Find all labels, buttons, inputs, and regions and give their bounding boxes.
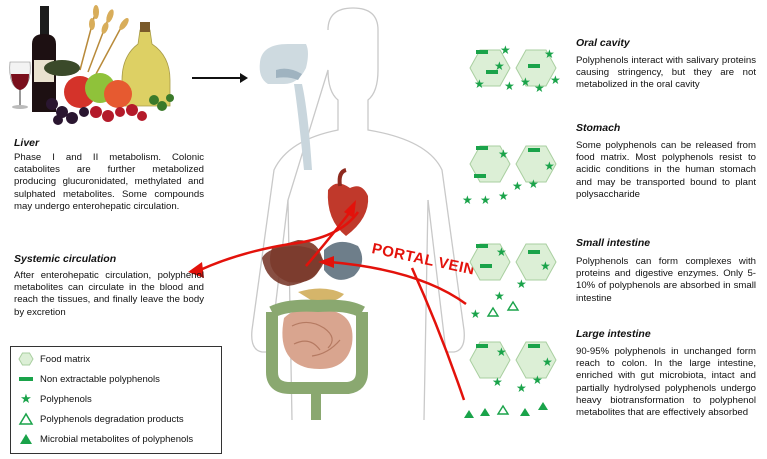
svg-text:★: ★	[520, 75, 531, 89]
svg-text:★: ★	[534, 81, 545, 95]
liver-heading: Liver	[14, 137, 40, 149]
large-intestine-text: 90-95% polyphenols in unchanged form rea…	[576, 346, 756, 419]
svg-text:★: ★	[504, 79, 515, 93]
svg-text:★: ★	[516, 381, 527, 395]
svg-text:★: ★	[542, 355, 553, 369]
svg-text:★: ★	[528, 177, 539, 191]
food-illustration	[9, 5, 174, 125]
svg-text:★: ★	[500, 43, 511, 57]
stomach-text: Some polyphenols can be released from fo…	[576, 140, 756, 200]
large-intestine-heading: Large intestine	[576, 328, 651, 340]
liver-text: Phase I and II metabolism. Colonic catab…	[14, 152, 204, 212]
svg-text:★: ★	[540, 259, 551, 273]
oral-cavity-graphic: ★★★ ★★★ ★★	[469, 43, 561, 95]
body-illustration	[251, 7, 465, 421]
legend: Food matrix Non extractable polyphenols …	[10, 346, 222, 454]
oral-cavity-heading: Oral cavity	[576, 37, 630, 49]
svg-text:★: ★	[492, 375, 503, 389]
legend-item-non-extractable: Non extractable polyphenols	[17, 372, 160, 386]
small-intestine-text: Polyphenols can form complexes with prot…	[576, 256, 756, 304]
food-matrix-icon	[17, 352, 35, 366]
legend-item-microbial: Microbial metabolites of polyphenols	[17, 432, 193, 446]
bar-icon	[17, 372, 35, 386]
svg-text:★: ★	[496, 345, 507, 359]
svg-text:★: ★	[544, 159, 555, 173]
svg-text:★: ★	[516, 277, 527, 291]
large-intestine-graphic: ★ ★ ★ ★ ★	[464, 341, 557, 418]
systemic-heading: Systemic circulation	[14, 253, 117, 265]
legend-item-food-matrix: Food matrix	[17, 352, 90, 366]
systemic-text: After enterohepatic circulation, polyphe…	[14, 270, 204, 318]
star-icon: ★	[20, 391, 32, 407]
svg-text:★: ★	[496, 245, 507, 259]
svg-text:★: ★	[480, 193, 491, 207]
svg-text:★: ★	[532, 373, 543, 387]
small-intestine-graphic: ★ ★ ★ ★ ★	[469, 243, 557, 321]
svg-text:★: ★	[498, 189, 509, 203]
svg-text:★: ★	[494, 59, 505, 73]
svg-text:★: ★	[512, 179, 523, 193]
food-arrow	[192, 73, 248, 83]
stomach-graphic: ★★★ ★★★ ★	[462, 145, 557, 207]
svg-text:★: ★	[498, 147, 509, 161]
legend-item-degradation: Polyphenols degradation products	[17, 412, 184, 426]
svg-text:★: ★	[474, 77, 485, 91]
small-intestine-heading: Small intestine	[576, 237, 651, 249]
filled-triangle-icon	[17, 432, 35, 446]
svg-text:★: ★	[544, 47, 555, 61]
legend-item-polyphenols: ★ Polyphenols	[17, 391, 92, 407]
svg-text:★: ★	[462, 193, 473, 207]
svg-text:★: ★	[470, 307, 481, 321]
oral-cavity-text: Polyphenols interact with salivary prote…	[576, 55, 756, 91]
open-triangle-icon	[17, 412, 35, 426]
svg-text:★: ★	[494, 289, 505, 303]
stomach-heading: Stomach	[576, 122, 621, 134]
svg-text:★: ★	[550, 73, 561, 87]
